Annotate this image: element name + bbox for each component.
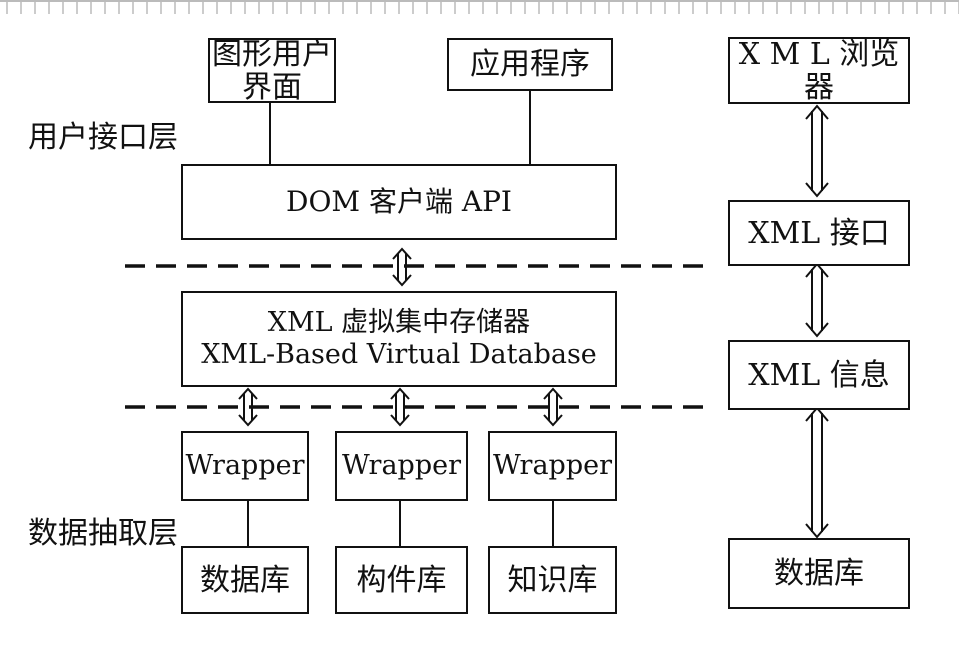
xml-browser-label: X M L 浏览器 xyxy=(738,36,900,105)
double-arrow-virtualdb-wrapper3 xyxy=(543,387,563,427)
database-label: 数据库 xyxy=(200,562,290,598)
gui-label: 图形用户 界面 xyxy=(212,36,332,105)
virtual-database-subtitle: XML-Based Virtual Database xyxy=(201,339,597,370)
double-arrow-api-virtualdb xyxy=(392,247,412,287)
xml-info-box: XML 信息 xyxy=(728,340,910,410)
wrapper-label-2: Wrapper xyxy=(342,450,461,482)
xml-info-label: XML 信息 xyxy=(748,357,890,393)
component-library-box: 构件库 xyxy=(335,546,468,614)
application-label: 应用程序 xyxy=(470,47,590,82)
dom-api-label: DOM 客户端 API xyxy=(286,184,512,218)
wrapper-label-3: Wrapper xyxy=(493,450,612,482)
double-arrow-browser-interface xyxy=(805,104,829,198)
component-library-label: 构件库 xyxy=(356,562,447,598)
dom-api-box: DOM 客户端 API xyxy=(181,164,617,240)
gui-box: 图形用户 界面 xyxy=(208,36,336,105)
double-arrow-virtualdb-wrapper1 xyxy=(238,387,258,427)
data-extraction-layer-label: 数据抽取层 xyxy=(28,516,178,551)
double-arrow-virtualdb-wrapper2 xyxy=(390,387,410,427)
top-border-pattern xyxy=(0,0,959,14)
right-database-label: 数据库 xyxy=(774,556,864,591)
wrapper-label-1: Wrapper xyxy=(185,450,305,482)
right-database-box: 数据库 xyxy=(728,538,910,609)
xml-interface-label: XML 接口 xyxy=(748,215,890,251)
wrapper-box-3: Wrapper xyxy=(488,431,617,501)
double-arrow-info-database xyxy=(805,406,829,539)
knowledge-library-box: 知识库 xyxy=(488,546,617,614)
wrapper-box-1: Wrapper xyxy=(181,431,309,501)
xml-browser-box: X M L 浏览器 xyxy=(728,37,910,104)
user-interface-layer-label: 用户接口层 xyxy=(28,120,178,155)
wrapper-box-2: Wrapper xyxy=(335,431,468,501)
xml-interface-box: XML 接口 xyxy=(728,200,910,266)
knowledge-library-label: 知识库 xyxy=(507,562,598,598)
application-box: 应用程序 xyxy=(447,38,613,91)
virtual-database-box: XML 虚拟集中存储器 XML-Based Virtual Database xyxy=(181,291,617,387)
virtual-database-title: XML 虚拟集中存储器 xyxy=(267,306,531,338)
database-box: 数据库 xyxy=(181,546,309,614)
double-arrow-interface-info xyxy=(805,262,829,338)
